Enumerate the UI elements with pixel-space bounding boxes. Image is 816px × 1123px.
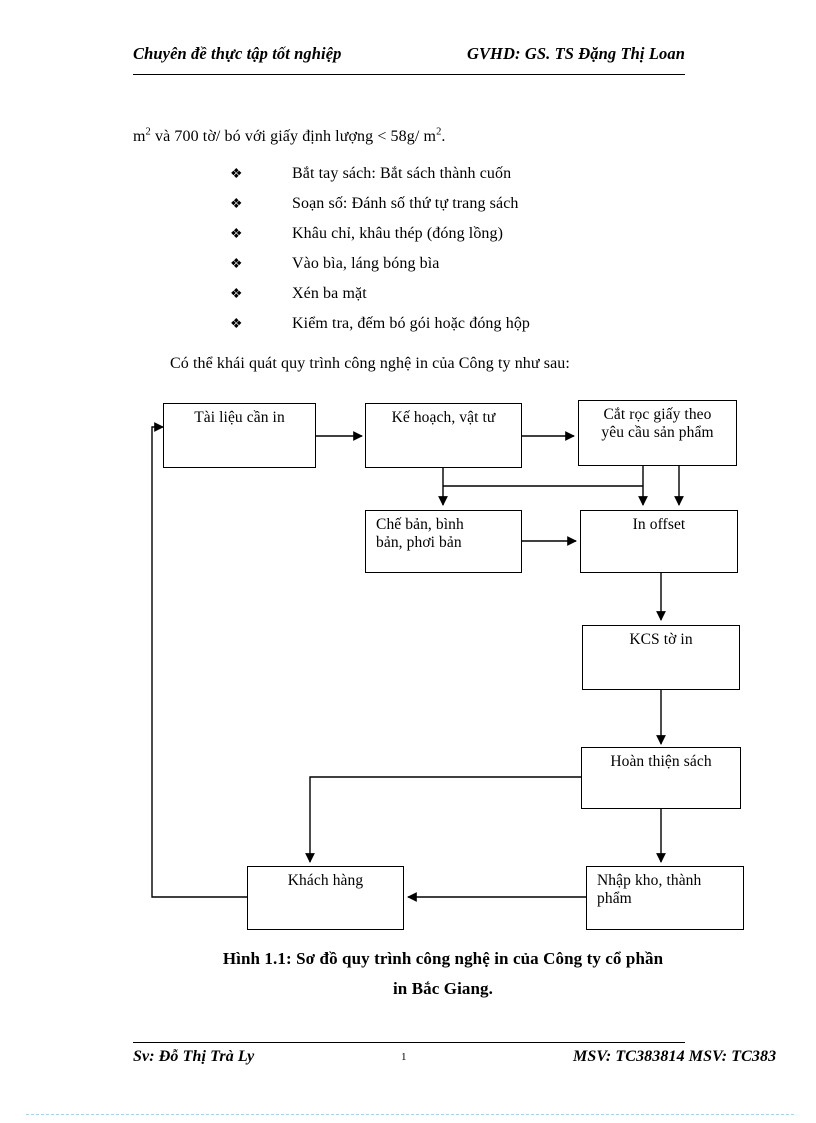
list-item: ❖ Soạn số: Đánh số thứ tự trang sách [230,195,730,225]
list-item: ❖ Khâu chỉ, khâu thép (đóng lồng) [230,225,730,255]
footer-student-id: MSV: TC383814 MSV: TC383 [573,1048,777,1065]
flow-node-che-ban-binh-ban: Chế bản, bình bản, phơi bản [365,510,522,573]
flow-node-hoan-thien-sach: Hoàn thiện sách [581,747,741,809]
header-divider [133,74,685,75]
page-header: Chuyên đề thực tập tốt nghiệp GVHD: GS. … [133,44,685,74]
flow-node-ke-hoach-vat-tu: Kế hoạch, vật tư [365,403,522,468]
diamond-bullet-icon: ❖ [230,257,243,272]
page-footer: Sv: Đỗ Thị Trà Ly 1 MSV: TC383814 MSV: T… [133,1048,816,1072]
flow-node-cat-roc-giay: Cắt rọc giấy theo yêu cầu sản phẩm [578,400,737,466]
footer-student-name: Sv: Đỗ Thị Trà Ly [133,1048,255,1065]
intro-superscript-2: 2 [436,126,442,138]
list-item-label: Khâu chỉ, khâu thép (đóng lồng) [292,225,504,242]
page-number: 1 [401,1051,407,1063]
intro-text-middle: và 700 tờ/ bó với giấy định lượng < 58g/… [150,128,437,145]
intro-text-line: m2 và 700 tờ/ bó với giấy định lượng < 5… [133,126,446,146]
diamond-bullet-icon: ❖ [230,167,243,182]
list-item: ❖ Bắt tay sách: Bắt sách thành cuốn [230,165,730,195]
paragraph-intro-diagram: Có thể khái quát quy trình công nghệ in … [170,355,570,372]
flow-node-khach-hang: Khách hàng [247,866,404,930]
list-item: ❖ Vào bìa, láng bóng bìa [230,255,730,285]
diamond-bullet-icon: ❖ [230,317,243,332]
list-item-label: Soạn số: Đánh số thứ tự trang sách [292,195,519,212]
figure-caption-line-1: Hình 1.1: Sơ đồ quy trình công nghệ in c… [222,949,664,968]
diamond-bullet-icon: ❖ [230,287,243,302]
intro-text-before: m [133,128,146,145]
flow-node-tai-lieu-can-in: Tài liệu cần in [163,403,316,468]
page-break-indicator [26,1114,794,1115]
intro-text-after: . [441,128,446,145]
list-item: ❖ Kiểm tra, đếm bó gói hoặc đóng hộp [230,315,730,345]
diamond-bullet-icon: ❖ [230,227,243,242]
header-right-advisor: GVHD: GS. TS Đặng Thị Loan [466,44,685,63]
flow-node-in-offset: In offset [580,510,738,573]
flow-node-nhap-kho-thanh-pham: Nhập kho, thành phẩm [586,866,744,930]
list-item: ❖ Xén ba mặt [230,285,730,315]
figure-caption: Hình 1.1: Sơ đồ quy trình công nghệ in c… [133,944,753,1004]
edge-khachhang-tailieu [151,422,247,898]
diamond-bullet-icon: ❖ [230,197,243,212]
list-item-label: Vào bìa, láng bóng bìa [292,255,440,272]
list-item-label: Kiểm tra, đếm bó gói hoặc đóng hộp [292,315,531,332]
edge-hoanthien-khachhang [305,776,581,863]
footer-divider [133,1042,685,1043]
bullet-list: ❖ Bắt tay sách: Bắt sách thành cuốn ❖ So… [230,165,730,345]
figure-caption-line-2: in Bắc Giang. [392,978,493,998]
list-item-label: Bắt tay sách: Bắt sách thành cuốn [292,165,512,182]
intro-superscript-1: 2 [145,126,151,138]
list-item-label: Xén ba mặt [292,285,367,302]
header-left-title: Chuyên đề thực tập tốt nghiệp [133,44,342,63]
flow-node-kcs-to-in: KCS tờ in [582,625,740,690]
